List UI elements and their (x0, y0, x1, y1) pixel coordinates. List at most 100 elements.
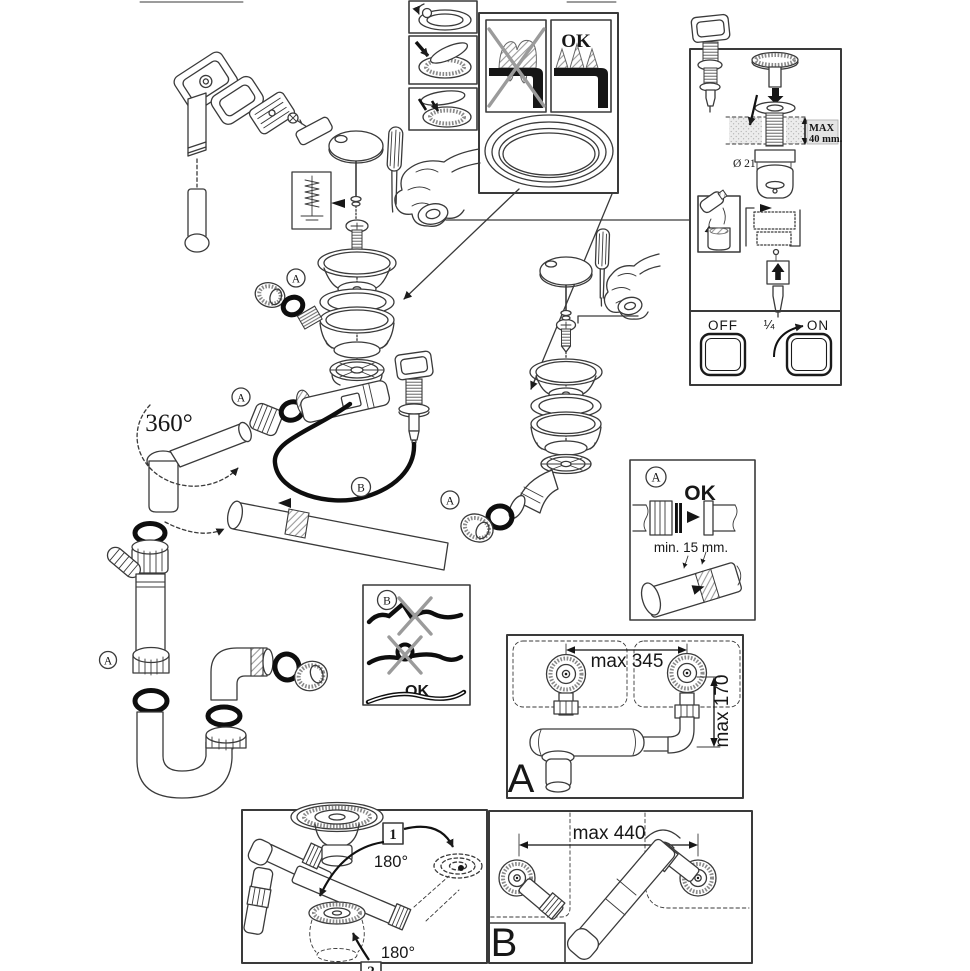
hole-diameter-label: Ø 21 (733, 158, 756, 170)
screwdriver-icon (386, 126, 404, 213)
cable-loop-wrong (366, 635, 464, 675)
locknut (205, 726, 247, 751)
diagonal-pipe-assembly (518, 829, 700, 960)
off-on-section: OFF ¼ ON (689, 310, 842, 377)
max-width-label: max 440 (573, 823, 646, 844)
circle-label-b: B (350, 476, 372, 498)
strainer-basket (329, 358, 385, 386)
rotation-360-label: 360° (145, 410, 193, 437)
svg-text:A: A (446, 496, 455, 508)
panel-b-letter: B (491, 921, 518, 965)
max-depth-label-1: MAX (809, 123, 834, 134)
screw-icon (287, 112, 308, 128)
overflow-pipe-lower (187, 188, 207, 240)
dim-depth: max 170 (696, 675, 733, 748)
locknut (249, 402, 284, 437)
circle-label-a: A (231, 387, 251, 407)
hand-icon (394, 148, 481, 227)
rotate-arrow-3 (351, 932, 370, 961)
hose-nut (131, 539, 169, 575)
nut-washer-pipe-row (632, 500, 738, 536)
step-icon-1 (412, 3, 472, 31)
sink-gasket (484, 114, 614, 188)
insert-arrow (278, 498, 291, 508)
step-2-box (360, 961, 382, 971)
pointer-line-seal-2 (530, 193, 613, 390)
strainer-top-view (290, 801, 384, 867)
circle-label-a: A (98, 650, 118, 670)
circle-labels: A A A A A B B (98, 268, 667, 670)
rotate-arrow-2 (319, 840, 385, 897)
locknut (460, 513, 494, 543)
insert-arrow (687, 511, 700, 523)
pointer-line-seal-1 (403, 188, 520, 300)
locknut (132, 646, 170, 676)
quarter-turn-arrow (773, 323, 804, 358)
ok-sealant-icon: OK (554, 31, 608, 108)
svg-text:B: B (357, 483, 365, 495)
locknut (294, 660, 328, 692)
o-ring (132, 688, 170, 714)
quarter-turn-label: ¼ (764, 317, 775, 332)
overflow-pipe-ball (184, 233, 210, 253)
strainer-basket (540, 453, 592, 475)
rotation-180-label-2: 180° (381, 944, 415, 962)
max-depth-label: max 170 (712, 675, 733, 748)
control-knob-assembly-2 (539, 228, 661, 324)
panel-gasket-ok: OK (478, 12, 619, 194)
off-label: OFF (708, 318, 738, 333)
side-connector (254, 282, 323, 330)
on-label: ON (807, 318, 829, 333)
panel-install-steps (408, 0, 478, 131)
locknut (254, 282, 286, 308)
elbow-vertical-pipe (148, 460, 179, 513)
on-switch-icon (785, 332, 833, 377)
overflow-assembly (173, 51, 333, 253)
step-icon-3 (417, 90, 472, 128)
rotate-arrow-1 (403, 825, 454, 848)
max-width-label: max 345 (591, 651, 664, 672)
pop-up-knob (539, 256, 593, 321)
max-depth-label-2: 40 mm. (809, 134, 843, 145)
control-knob-assembly-1 (291, 126, 481, 230)
pop-up-knob (328, 130, 384, 207)
hand-icon (603, 253, 661, 320)
wrong-sealant-icon (487, 27, 546, 108)
o-ring (485, 503, 515, 531)
overflow-grille (248, 91, 296, 135)
panel-knob-install: MAX 40 mm. Ø 21 O (689, 13, 843, 386)
overflow-gasket (210, 75, 264, 125)
strainer-circle (666, 652, 708, 694)
panel-min-clearance: OK min. 15 mm. (629, 459, 756, 621)
outlet-elbow (508, 469, 559, 520)
circle-label-a: A (645, 466, 667, 488)
mechanism-dotted (745, 207, 801, 256)
circle-label-a: A (440, 490, 460, 510)
overflow-cover (295, 116, 333, 146)
panel-cable-rules: OK (362, 584, 471, 706)
cable-smooth-ok: OK (365, 683, 467, 705)
svg-text:A: A (292, 274, 301, 286)
ok-label: OK (684, 482, 716, 505)
spindle-knob-2 (690, 13, 731, 113)
knob-top-view (751, 51, 799, 104)
min-insert-label: min. 15 mm. (654, 540, 728, 555)
o-ring (272, 651, 302, 683)
svg-text:A: A (104, 656, 113, 668)
down-arrow (767, 88, 784, 104)
ok-label: OK (561, 31, 591, 52)
o-ring (205, 704, 243, 728)
left-arrow (331, 199, 345, 208)
panel-rotation-180: 1 180° 180° 2 (241, 801, 488, 971)
right-arrow (760, 204, 772, 212)
pointer-line-seal-2-tip (530, 374, 538, 390)
bowden-cable (272, 401, 417, 503)
strainer-rotated (308, 901, 366, 962)
spring-detail-inset (291, 171, 332, 230)
strainer-body (530, 411, 602, 456)
step-icon-2 (414, 40, 472, 79)
strainer-1-exploded (254, 205, 397, 423)
screw-icon (555, 318, 577, 353)
knob-through-counter: MAX 40 mm. Ø 21 (725, 94, 843, 199)
